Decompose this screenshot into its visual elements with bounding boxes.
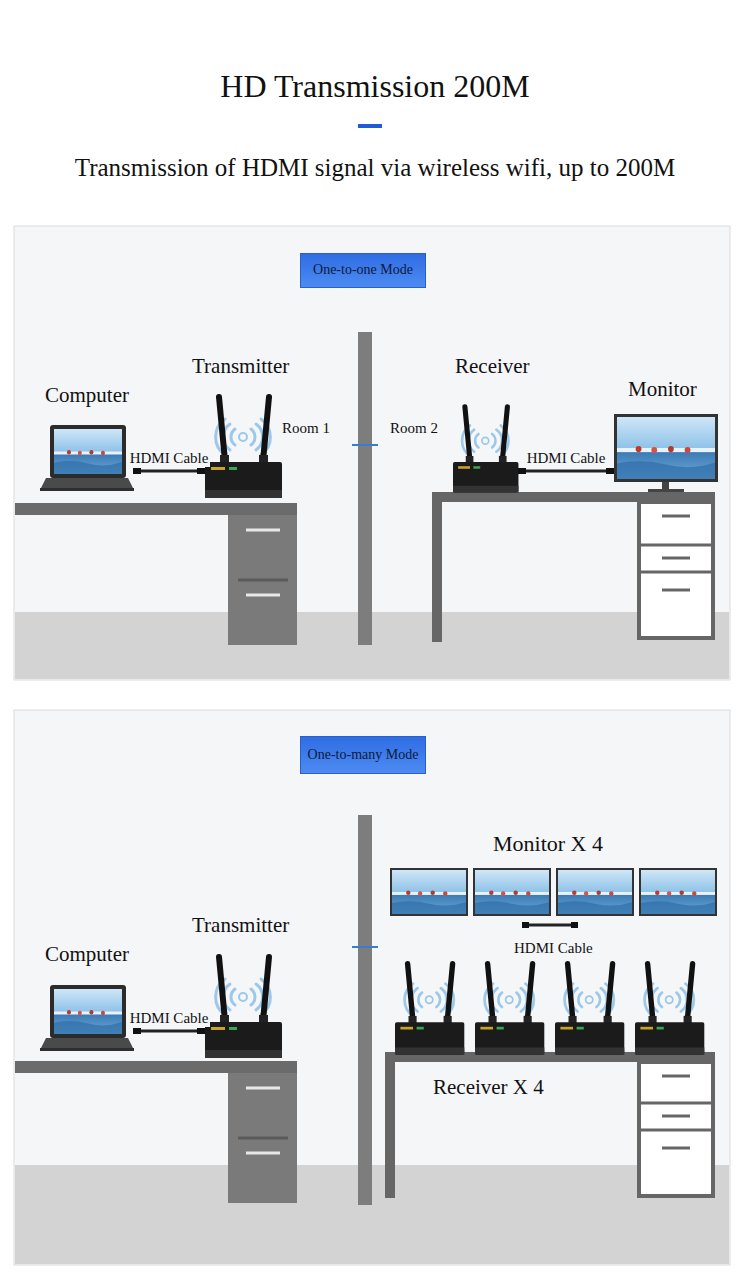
cable-line xyxy=(139,470,199,473)
mode-box: One-to-many Mode xyxy=(300,736,426,774)
device-label: HDMI Cable xyxy=(514,939,593,957)
cable-plug xyxy=(518,468,526,474)
page-title: HD Transmission 200M xyxy=(0,67,750,105)
hdmi-cable xyxy=(133,1028,205,1034)
device: Computer xyxy=(45,984,133,1051)
device-name: Computer xyxy=(45,942,129,967)
cable-line xyxy=(524,470,608,473)
mode-box: One-to-one Mode xyxy=(300,253,426,288)
device-name: Transmitter xyxy=(192,354,289,379)
device: Transmitter xyxy=(205,462,282,498)
device-label: Receiver X 4 xyxy=(433,1075,544,1100)
device-label: Room 2 xyxy=(390,419,438,437)
mode-label: One-to-many Mode xyxy=(308,747,419,763)
cable-plug xyxy=(606,468,614,474)
device-name: Transmitter xyxy=(192,913,289,938)
mode-label: One-to-one Mode xyxy=(313,262,413,278)
hdmi-cable xyxy=(518,468,614,474)
subtitle: Transmission of HDMI signal via wireless… xyxy=(0,153,750,183)
cable-plug xyxy=(197,1028,205,1034)
device-label: Room 1 xyxy=(282,419,330,437)
hdmi-cable xyxy=(133,468,205,474)
cable-plug xyxy=(133,468,141,474)
device-name: Monitor xyxy=(628,377,697,402)
device-name: Computer xyxy=(45,383,129,408)
device: Receiver xyxy=(453,462,518,493)
cable-plug xyxy=(197,468,205,474)
cable-plug xyxy=(133,1028,141,1034)
cable-label: HDMI Cable xyxy=(128,1009,211,1027)
device: Monitor xyxy=(614,414,718,482)
cable-label: HDMI Cable xyxy=(525,449,608,467)
device-label: Monitor X 4 xyxy=(493,831,603,857)
device-name: Receiver xyxy=(455,354,530,379)
cable-line xyxy=(139,1030,199,1033)
cable-label: HDMI Cable xyxy=(128,449,211,467)
device: Computer xyxy=(45,424,133,491)
device: Transmitter xyxy=(205,1022,282,1058)
